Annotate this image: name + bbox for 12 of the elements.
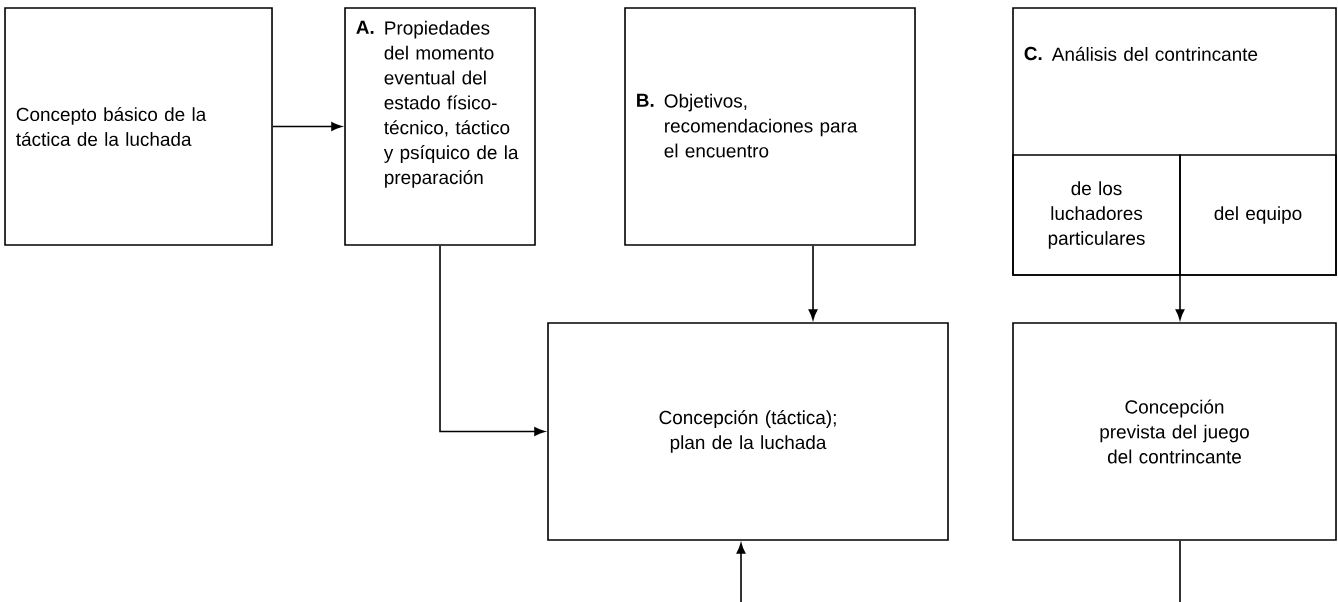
process-box: Concepto básico de la táctica de la luchada — [4, 7, 273, 246]
process-box: Concepción prevista del juego del contrincante — [1012, 322, 1337, 541]
process-box: de los luchadores particulares — [1012, 154, 1181, 276]
arrow — [272, 122, 342, 131]
arrow — [439, 245, 545, 436]
process-box: B. Objetivos, recomendaciones para el encuentro — [624, 7, 916, 246]
process-box: Concepción (táctica); plan de la luchada — [547, 322, 949, 541]
arrow — [1175, 275, 1185, 320]
arrow — [808, 245, 818, 320]
process-box: A. Propiedades del momento eventual del estado físico-técnico, táctico y psíquico de la preparación — [344, 7, 536, 246]
process-box: del equipo — [1179, 154, 1337, 276]
arrow — [736, 543, 746, 602]
